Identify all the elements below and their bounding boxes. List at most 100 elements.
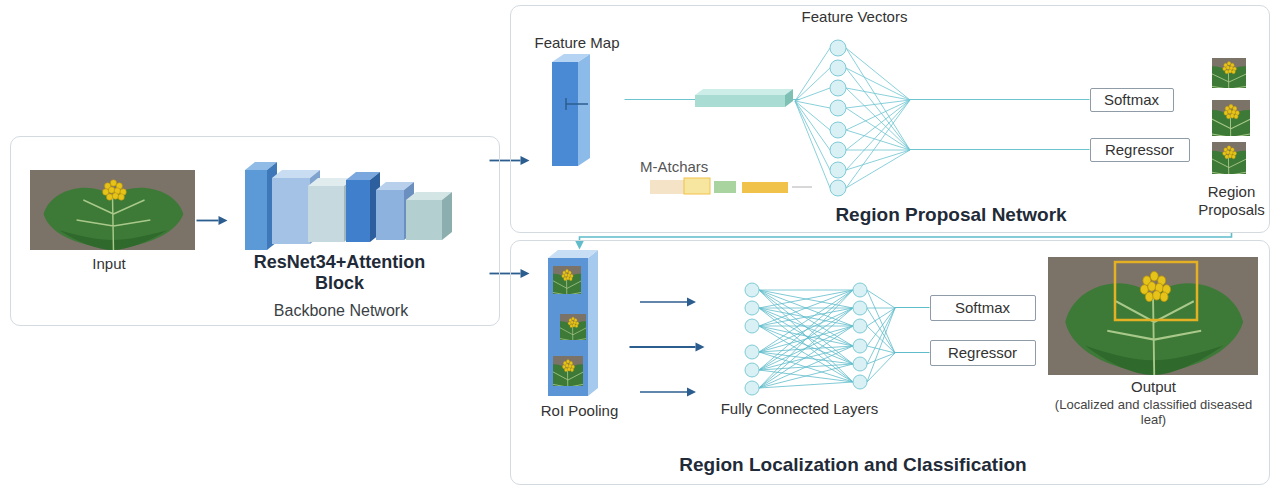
connector [910,99,1090,100]
network-node: Fully Connected Layers [705,275,895,420]
neuron [830,60,846,76]
slab-side [578,54,590,166]
feature-map-node: Feature Map [530,30,625,170]
detection-box [1115,262,1197,320]
neuron [853,357,867,371]
process-box: Softmax [930,295,1036,321]
roi-node: RoI Pooling [530,250,630,422]
slab-face [552,62,578,166]
anchor-mark [566,98,588,110]
flow-arrows [640,298,696,397]
node-label: Feature Map [530,34,625,52]
process-box: Softmax [1090,88,1174,112]
anchor-strip [714,181,736,193]
neuron-column [830,40,846,196]
bar-top [695,89,793,95]
block-face [406,200,442,240]
box-label: Regressor [1091,139,1189,161]
anchor-line [792,187,812,188]
slab-top [552,54,590,62]
neuron [830,162,846,178]
arrow-head [521,269,530,278]
panel-heading: Region Localization and Classification [633,454,1073,477]
connector [895,352,930,353]
bar-face [695,95,785,107]
neuron [830,122,846,138]
neuron [830,100,846,116]
box-label: Softmax [1091,89,1173,111]
flow-arrow [640,301,688,303]
panel: Region Proposal Network Feature Map Featur… [510,5,1270,233]
connector [575,233,1232,250]
node-label: RoI Pooling [530,402,630,420]
neuron [830,142,846,158]
connector [630,343,705,352]
box-label: Softmax [931,296,1035,320]
anchor-strip [742,182,788,193]
process-box: Regressor [930,340,1036,366]
roi-thumbnail [527,264,606,309]
panel-heading: Region Proposal Network [781,204,1121,227]
node-label: Input [22,255,197,273]
network-lines [867,290,895,382]
connector [197,216,228,225]
arrow-head [687,388,696,397]
neuron [830,180,846,196]
panel-heading: Backbone Network [211,301,471,320]
block-face [272,178,310,244]
anchor-strips [650,178,812,194]
output-leaf-image [1048,257,1258,375]
neuron-columns [745,283,867,395]
block-face [308,186,344,242]
backbone-blocks [245,162,452,250]
neuron [830,40,846,56]
connector-line [895,307,930,308]
node-label: Region Proposals [1196,183,1268,219]
connector-line [895,352,930,353]
proposals-node: Region Proposals [1196,55,1268,233]
connector-line [490,273,521,275]
box-label: Regressor [931,341,1035,365]
neuron [830,80,846,96]
process-box: Regressor [1090,138,1190,162]
neuron [745,363,759,377]
neuron [853,283,867,297]
neuron [745,283,759,297]
arrow-head [575,241,584,250]
image-node: Input [22,165,197,277]
network-lines [846,48,910,188]
network-node: Feature Vectors [800,8,910,198]
feature-vector-bar [695,89,793,107]
neuron [853,319,867,333]
input-leaf-image [30,170,195,250]
block-face [346,180,370,242]
part-label: M-Atchars [640,158,708,176]
node-label: Fully Connected Layers [705,400,895,418]
node-label: ResNet34+Attention Block [240,252,440,295]
arrow-head [687,298,696,307]
neuron [853,339,867,353]
bar-side [785,89,793,107]
node-label: Feature Vectors [800,8,910,26]
roi-thumbnail [525,354,610,402]
connector-line [910,149,1090,150]
output-node: Output(Localized and classified diseased… [1045,255,1263,445]
block-face [376,190,404,240]
connector [910,149,1090,150]
block-side [442,192,452,240]
neuron [745,319,759,333]
anchor-strip [650,180,688,194]
network-lines [759,290,853,388]
network-lines [795,48,830,188]
neuron [745,301,759,315]
panel: Backbone Network Input ResNet34+Attention … [10,136,500,326]
neuron [853,375,867,389]
connector-line [910,99,1090,100]
proposal-thumbnail [1180,56,1274,104]
anchor-strip [684,178,710,194]
connector-line [630,346,696,348]
neuron [745,381,759,395]
connector [895,307,930,308]
